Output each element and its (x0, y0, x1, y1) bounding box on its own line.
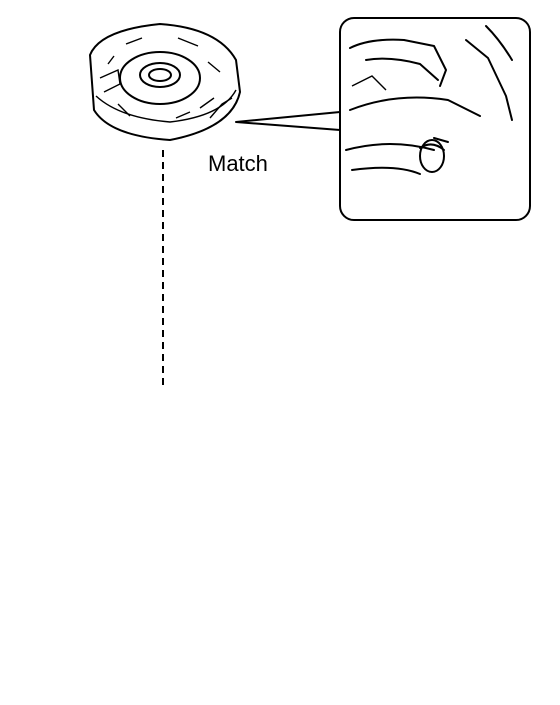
upper-cap-part (89, 23, 241, 141)
match-label: Match (208, 151, 268, 176)
upper-detail-view (339, 17, 531, 221)
upper-leader-line (235, 111, 341, 131)
